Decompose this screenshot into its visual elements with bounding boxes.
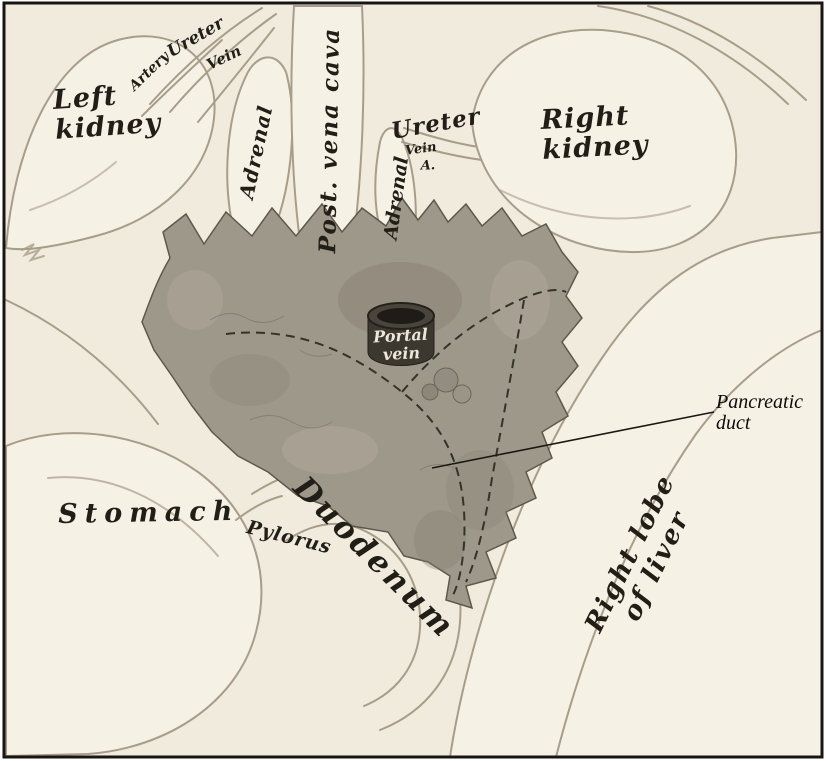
- right-kidney-shading-line: [499, 189, 691, 220]
- pancreatic-duct-dashed-main: [225, 331, 466, 598]
- pencil-scribble: [21, 243, 45, 262]
- ureter-left-tube: [149, 7, 263, 105]
- pylorus-line: [235, 495, 283, 521]
- pancreas-texture-line: [299, 349, 333, 357]
- body-contour-left: [5, 299, 159, 425]
- pancreatic-duct-leader-line: [431, 411, 715, 469]
- pancreas-shading: [446, 450, 514, 530]
- pancreas-shading: [414, 510, 466, 570]
- liver-shape: [448, 230, 823, 758]
- portal-vein-lumen: [377, 308, 425, 324]
- pancreas-group: [141, 196, 583, 610]
- pancreas-highlight: [282, 426, 378, 474]
- pancreas-lump: [452, 384, 472, 404]
- right-kidney-shape: [470, 28, 738, 254]
- ureter-left-tube2: [169, 13, 277, 113]
- body-contour-topright2: [647, 5, 807, 101]
- pancreas-texture-line: [419, 464, 455, 471]
- organ-outlines: [4, 5, 823, 758]
- pancreas-highlight: [167, 270, 223, 330]
- duodenum-inner-line: [283, 522, 422, 707]
- portal-vein-shape: [367, 315, 435, 366]
- pancreas-lump: [421, 383, 439, 401]
- left-kidney-shading-line: [29, 161, 117, 211]
- artery-left-tube: [141, 39, 223, 117]
- stomach-shape: [5, 432, 263, 758]
- pancreas-shape: [141, 196, 583, 610]
- pancreatic-duct-dashed-loop: [465, 299, 525, 583]
- body-contour-topright: [597, 5, 789, 105]
- stomach-inner-line: [47, 476, 219, 557]
- pancreatic-duct-dashed-branch: [401, 289, 567, 393]
- pancreas-texture-line: [209, 313, 285, 323]
- pancreas-lump: [433, 367, 459, 393]
- vein-left-tube: [197, 27, 275, 123]
- pancreas-texture-line: [249, 415, 333, 429]
- pancreas-shading: [210, 354, 290, 406]
- liver-inner-line: [555, 329, 823, 758]
